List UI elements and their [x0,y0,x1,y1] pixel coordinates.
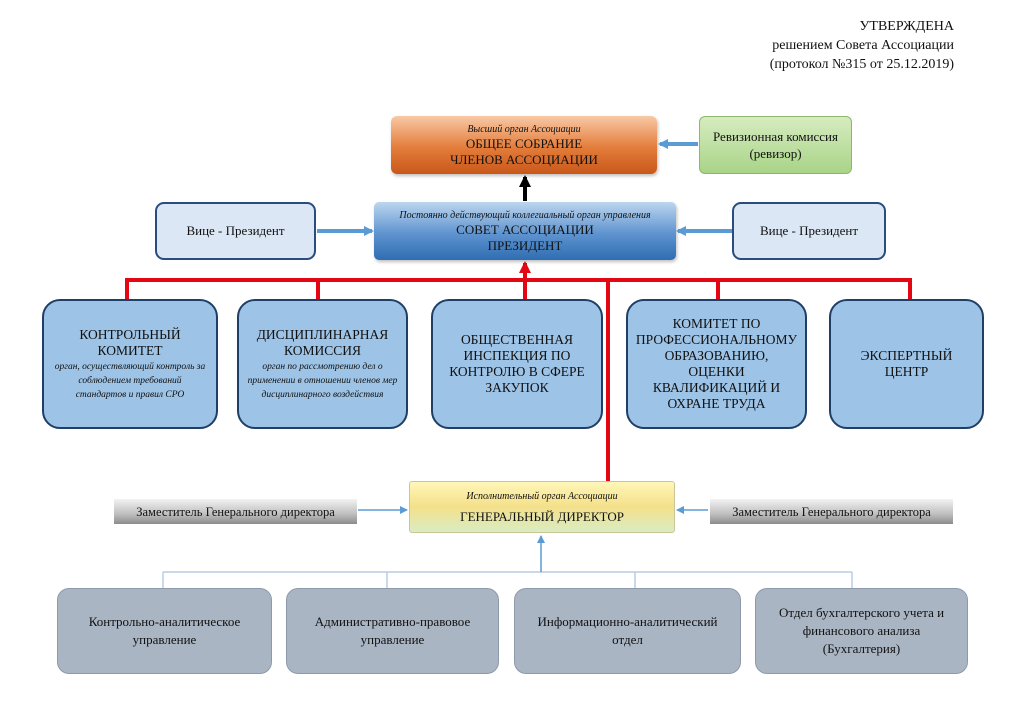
committee-title-line: ЗАКУПОК [485,380,549,395]
deputy-director-right-box: Заместитель Генерального директора [710,499,953,524]
vice-president-right-label: Вице - Президент [759,223,859,238]
vice-president-right-box: Вице - Президент [732,202,886,260]
approval-protocol: (протокол №315 от 25.12.2019) [769,57,954,72]
department-accounting: Отдел бухгалтерского учета и финансового… [755,588,968,674]
committee-public-inspection: ОБЩЕСТВЕННАЯ ИНСПЕКЦИЯ ПО КОНТРОЛЮ В СФЕ… [431,299,603,429]
audit-commission-line1: Ревизионная комиссия [713,129,838,144]
red-connector-bus [125,278,912,481]
committee-title-line: ОБРАЗОВАНИЮ, [664,348,769,363]
committee-title-line: КОНТРОЛЬНЫЙ [79,326,181,342]
committee-control: КОНТРОЛЬНЫЙ КОМИТЕТ орган, осуществляющи… [42,299,218,429]
general-assembly-line1: ОБЩЕЕ СОБРАНИЕ [465,135,583,151]
general-assembly-subtitle: Высший орган Ассоциации [467,123,581,135]
deputy-director-left-label: Заместитель Генерального директора [136,504,335,519]
committee-title-line: КОМИТЕТ ПО [672,316,761,331]
vice-president-left-box: Вице - Президент [155,202,316,260]
approval-block: УТВЕРЖДЕНА решением Совета Ассоциации (п… [654,17,954,74]
general-director-title: ГЕНЕРАЛЬНЫЙ ДИРЕКТОР [460,508,624,524]
committee-title-line: ЦЕНТР [884,364,929,379]
general-assembly-line2: ЧЛЕНОВ АССОЦИАЦИИ [450,151,598,167]
committee-note: орган по рассмотрению дел о применении в… [247,361,398,400]
department-line: финансового анализа [802,623,921,638]
committee-title-line: КОМИТЕТ [97,342,163,358]
departments-connector [162,571,853,590]
approval-decision: решением Совета Ассоциации [772,38,954,53]
department-line: (Бухгалтерия) [822,641,901,656]
department-line: Отдел бухгалтерского учета и [778,605,945,620]
department-control-analytics: Контрольно-аналитическое управление [57,588,272,674]
committee-title-line: КВАЛИФИКАЦИЙ И [652,380,781,395]
deputy-director-right-label: Заместитель Генерального директора [732,504,931,519]
committee-title-line: ДИСЦИПЛИНАРНАЯ [256,326,389,342]
council-box: Постоянно действующий коллегиальный орга… [374,202,676,260]
general-assembly-box: Высший орган Ассоциации ОБЩЕЕ СОБРАНИЕ Ч… [391,116,657,174]
committee-title-line: КОМИССИЯ [284,342,361,358]
committee-title-line: ПРОФЕССИОНАЛЬНОМУ [635,332,798,347]
vice-president-left-label: Вице - Президент [186,223,285,238]
committee-title-line: ЭКСПЕРТНЫЙ [860,348,953,363]
department-line: отдел [612,632,643,647]
council-line2: ПРЕЗИДЕНТ [487,237,563,253]
general-director-box: Исполнительный орган Ассоциации ГЕНЕРАЛЬ… [409,481,675,533]
committee-disciplinary: ДИСЦИПЛИНАРНАЯ КОМИССИЯ орган по рассмот… [237,299,408,429]
department-line: управление [132,632,197,647]
council-line1: СОВЕТ АССОЦИАЦИИ [456,221,594,237]
committee-professional-education: КОМИТЕТ ПО ПРОФЕССИОНАЛЬНОМУ ОБРАЗОВАНИЮ… [626,299,807,429]
approval-title: УТВЕРЖДЕНА [859,19,954,34]
council-subtitle: Постоянно действующий коллегиальный орга… [399,209,651,221]
department-admin-legal: Административно-правовое управление [286,588,499,674]
department-line: Информационно-аналитический [537,614,718,629]
committee-title-line: ОЦЕНКИ [688,364,745,379]
audit-commission-box: Ревизионная комиссия (ревизор) [699,116,852,174]
committee-note: орган, осуществляющий контроль за соблюд… [54,361,206,400]
deputy-director-left-box: Заместитель Генерального директора [114,499,357,524]
department-line: управление [360,632,425,647]
committee-expert-center: ЭКСПЕРТНЫЙ ЦЕНТР [829,299,984,429]
audit-commission-line2: (ревизор) [749,146,802,161]
department-info-analytics: Информационно-аналитический отдел [514,588,741,674]
committee-title-line: ОХРАНЕ ТРУДА [667,396,766,411]
department-line: Административно-правовое [314,614,471,629]
department-line: Контрольно-аналитическое [88,614,241,629]
committee-title-line: КОНТРОЛЮ В СФЕРЕ [449,364,585,379]
committee-title-line: ОБЩЕСТВЕННАЯ [460,332,574,347]
committee-title-line: ИНСПЕКЦИЯ ПО [463,348,571,363]
general-director-subtitle: Исполнительный орган Ассоциации [466,490,618,502]
